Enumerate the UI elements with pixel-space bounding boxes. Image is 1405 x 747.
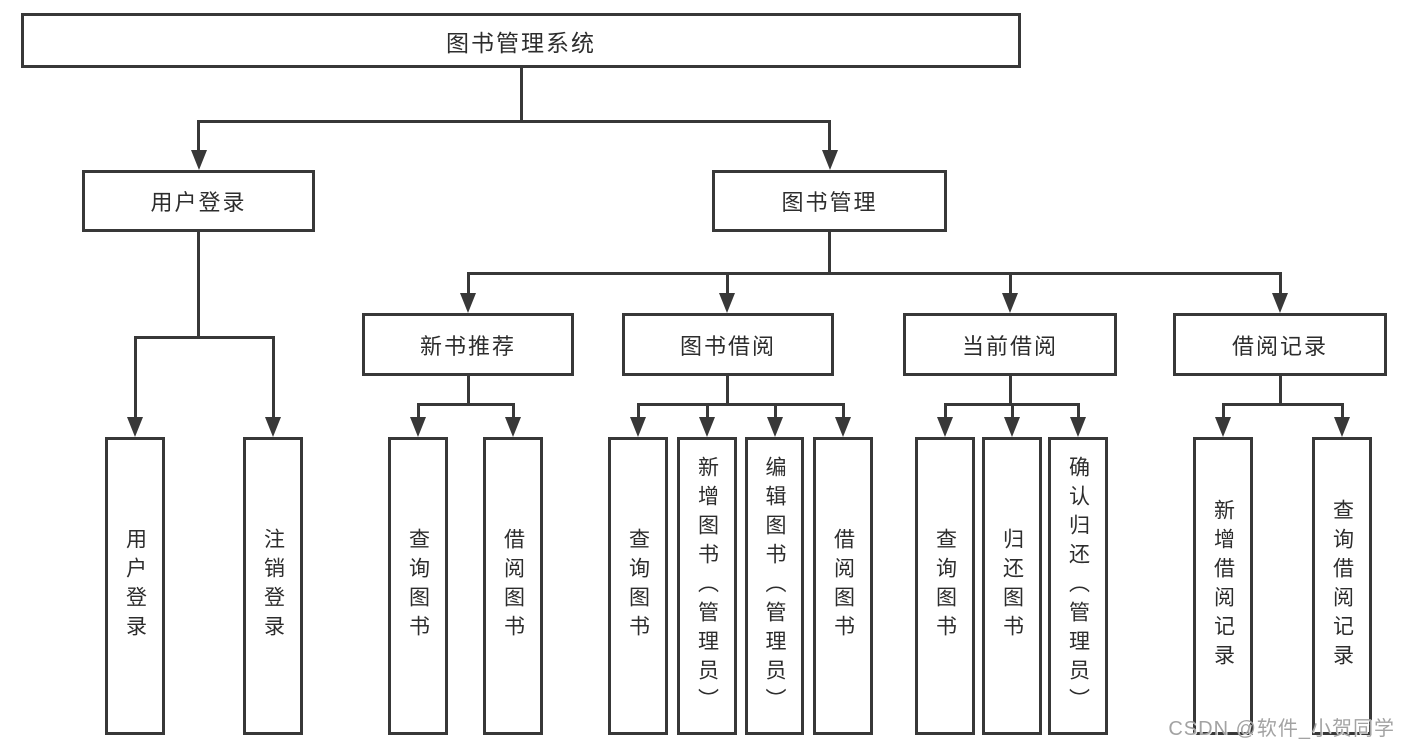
connector-line <box>636 403 845 406</box>
connector-line <box>466 272 1282 275</box>
connector-line <box>197 120 831 123</box>
arrow-down-icon <box>835 417 851 437</box>
leaf-label: 查询图书 <box>933 528 957 644</box>
connector-line <box>1278 376 1282 406</box>
arrow-down-icon <box>1004 417 1020 437</box>
connector-line <box>1076 403 1080 419</box>
arrow-down-icon <box>265 417 281 437</box>
connector-line <box>725 376 729 406</box>
leaf-label: 归还图书 <box>1000 528 1024 644</box>
connector-line <box>511 403 515 419</box>
connector-line <box>416 403 515 406</box>
leaf-query-books-2: 查询图书 <box>608 437 668 735</box>
connector-line <box>1008 376 1012 406</box>
leaf-borrow-books-1: 借阅图书 <box>483 437 543 735</box>
leaf-edit-books-admin: 编辑图书（管理员） <box>745 437 804 735</box>
arrow-down-icon <box>719 293 735 313</box>
connector-line <box>705 403 709 419</box>
leaf-return-books: 归还图书 <box>982 437 1042 735</box>
node-root-system: 图书管理系统 <box>21 13 1021 68</box>
arrow-down-icon <box>410 417 426 437</box>
connector-line <box>1008 272 1012 295</box>
arrow-down-icon <box>821 150 838 170</box>
leaf-label: 新增图书（管理员） <box>695 455 719 717</box>
leaf-confirm-return-admin: 确认归还（管理员） <box>1048 437 1108 735</box>
connector-line <box>197 120 200 153</box>
watermark: CSDN @软件_小贺同学 <box>1168 718 1395 740</box>
leaf-label: 查询图书 <box>626 528 650 644</box>
leaf-user-login: 用户登录 <box>105 437 165 735</box>
arrow-down-icon <box>127 417 143 437</box>
connector-line <box>197 232 200 339</box>
leaf-label: 借阅图书 <box>831 528 855 644</box>
connector-line <box>725 272 729 295</box>
leaf-label: 用户登录 <box>123 528 147 644</box>
leaf-query-borrow-record: 查询借阅记录 <box>1312 437 1372 735</box>
connector-line <box>466 272 470 295</box>
arrow-down-icon <box>937 417 953 437</box>
node-book-borrow: 图书借阅 <box>622 313 834 376</box>
leaf-query-books-1: 查询图书 <box>388 437 448 735</box>
node-current-borrow: 当前借阅 <box>903 313 1117 376</box>
node-new-book-recommend: 新书推荐 <box>362 313 574 376</box>
connector-line <box>828 120 831 153</box>
connector-line <box>773 403 777 419</box>
connector-line <box>416 403 420 419</box>
arrow-down-icon <box>505 417 521 437</box>
leaf-label: 确认归还（管理员） <box>1066 455 1090 717</box>
connector-line <box>828 232 831 275</box>
arrow-down-icon <box>1334 417 1350 437</box>
connector-line <box>519 68 523 123</box>
connector-line <box>1340 403 1344 419</box>
leaf-logout: 注销登录 <box>243 437 303 735</box>
leaf-add-borrow-record: 新增借阅记录 <box>1193 437 1253 735</box>
node-user-login: 用户登录 <box>82 170 315 232</box>
connector-line <box>841 403 845 419</box>
leaf-label: 注销登录 <box>261 528 285 644</box>
arrow-down-icon <box>1002 293 1018 313</box>
arrow-down-icon <box>699 417 715 437</box>
connector-line <box>1278 272 1282 295</box>
connector-line <box>466 376 470 406</box>
leaf-label: 编辑图书（管理员） <box>763 455 786 717</box>
connector-line <box>1221 403 1344 406</box>
connector-line <box>943 403 947 419</box>
connector-line <box>133 336 275 339</box>
leaf-label: 查询图书 <box>406 528 430 644</box>
leaf-borrow-books-2: 借阅图书 <box>813 437 873 735</box>
leaf-query-books-3: 查询图书 <box>915 437 975 735</box>
leaf-label: 查询借阅记录 <box>1330 499 1354 673</box>
arrow-down-icon <box>630 417 646 437</box>
connector-line <box>1010 403 1014 419</box>
arrow-down-icon <box>1272 293 1288 313</box>
node-borrow-records: 借阅记录 <box>1173 313 1387 376</box>
connector-line <box>1221 403 1225 419</box>
arrow-down-icon <box>1215 417 1231 437</box>
leaf-label: 借阅图书 <box>501 528 525 644</box>
connector-line <box>271 336 275 419</box>
arrow-down-icon <box>767 417 783 437</box>
arrow-down-icon <box>460 293 476 313</box>
leaf-add-books-admin: 新增图书（管理员） <box>677 437 737 735</box>
node-book-management: 图书管理 <box>712 170 947 232</box>
leaf-label: 新增借阅记录 <box>1211 499 1235 673</box>
arrow-down-icon <box>1070 417 1086 437</box>
connector-line <box>133 336 137 419</box>
arrow-down-icon <box>190 150 207 170</box>
connector-line <box>636 403 640 419</box>
